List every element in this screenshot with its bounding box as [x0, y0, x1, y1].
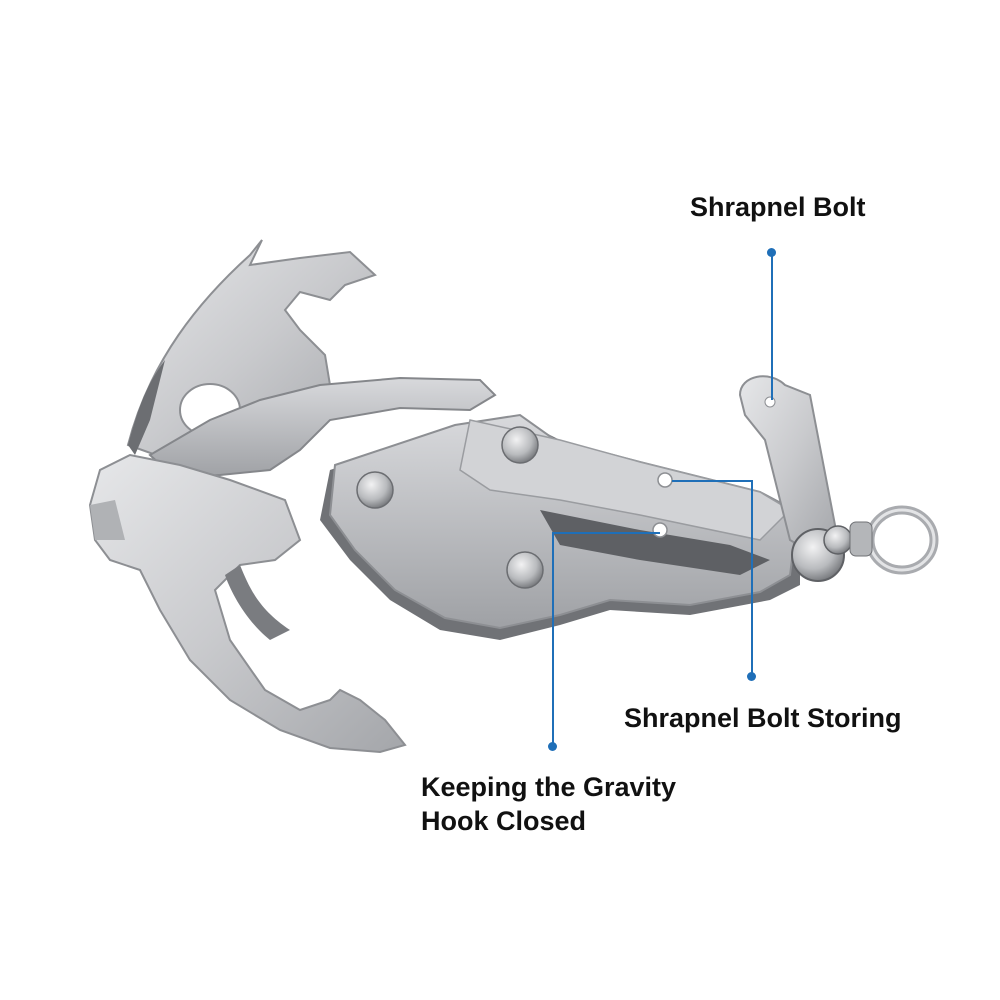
keeping-closed-line-v — [552, 532, 554, 746]
keeping-closed-line1: Keeping the Gravity — [421, 772, 677, 802]
keeping-closed-label: Keeping the Gravity Hook Closed — [421, 770, 676, 838]
lower-claw — [88, 453, 407, 754]
shrapnel-bolt-storing-line-v — [751, 480, 753, 676]
bolt-and-ring — [791, 505, 939, 582]
shrapnel-bolt-line — [771, 253, 773, 400]
keeping-closed-line-h — [552, 532, 660, 534]
shrapnel-bolt-storing-label: Shrapnel Bolt Storing — [624, 703, 902, 733]
shrapnel-bolt-storing-dot — [747, 672, 756, 681]
shrapnel-bolt-dot — [767, 248, 776, 257]
rivets — [356, 426, 673, 589]
shrapnel-bolt-label: Shrapnel Bolt — [690, 192, 866, 222]
shrapnel-bolt-storing-line-h — [672, 480, 752, 482]
handle-body — [320, 413, 800, 640]
keeping-closed-line2: Hook Closed — [421, 806, 587, 836]
keeping-closed-dot — [548, 742, 557, 751]
